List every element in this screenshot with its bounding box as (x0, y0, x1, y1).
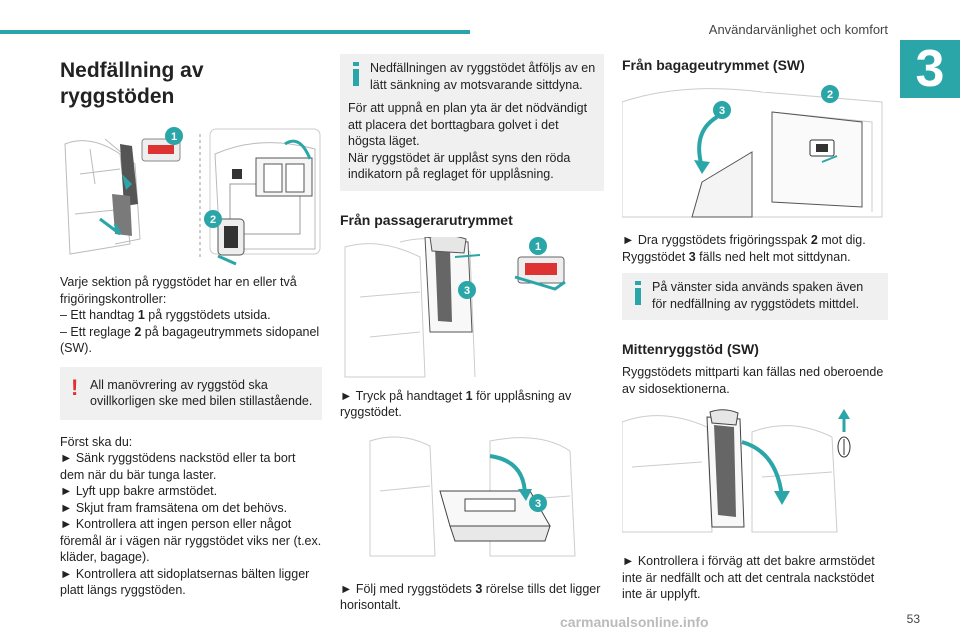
step-item: ► Kontrollera att ingen person eller någ… (60, 517, 322, 564)
column-1: Nedfällning av ryggstöden 1 2 Varje sekt (60, 50, 322, 599)
intro-text: Varje sektion på ryggstödet har en eller… (60, 275, 320, 355)
page-heading: Nedfällning av ryggstöden (60, 59, 204, 108)
info-box-cont: För att uppnå en plan yta är det nödvänd… (340, 100, 604, 191)
info-box: Nedfällningen av ryggstödet åtföljs av e… (340, 54, 604, 101)
svg-text:1: 1 (171, 131, 177, 143)
callout-3 (529, 493, 547, 512)
passenger-release-illustration: 1 3 (344, 236, 566, 377)
svg-text:2: 2 (210, 214, 216, 226)
info-box: På vänster sida används spaken även för … (622, 273, 888, 320)
callout-2 (204, 210, 222, 228)
watermark: carmanualsonline.info (560, 614, 709, 630)
callout-1 (165, 127, 183, 145)
page-number: 53 (906, 612, 920, 626)
info-icon (353, 62, 359, 86)
seat-folded-illustration: 3 (369, 436, 576, 556)
section-heading: Från bagageutrymmet (SW) (622, 57, 805, 73)
header-accent-bar (0, 30, 470, 34)
warning-icon: ! (71, 374, 79, 400)
svg-text:1: 1 (535, 241, 541, 253)
section-heading: Mittenryggstöd (SW) (622, 341, 759, 357)
paragraph: Ryggstödets mittparti kan fällas ned obe… (622, 365, 884, 396)
step-item: ► Skjut fram framsätena om det behövs. (60, 500, 288, 515)
svg-text:3: 3 (535, 498, 541, 510)
center-seat-illustration (622, 409, 851, 533)
step-text: ► Tryck på handtaget 1 för upplåsning av… (340, 388, 572, 420)
svg-text:2: 2 (827, 89, 833, 101)
callout-3 (458, 280, 476, 299)
section-title: Användarvänlighet och komfort (708, 22, 888, 37)
svg-text:3: 3 (464, 285, 470, 297)
warning-box: ! All manövrering av ryggstöd ska ovillk… (60, 366, 322, 420)
column-3: Från bagageutrymmet (SW) 2 3 ► Dra ryggs… (622, 50, 888, 603)
info-icon (635, 281, 641, 305)
step-text: ► Kontrollera i förväg att det bakre arm… (622, 554, 875, 601)
callout-2 (821, 85, 839, 103)
step-text: ► Följ med ryggstödets 3 rörelse tills d… (340, 581, 601, 613)
step-text: ► Dra ryggstödets frigöringsspak 2 mot d… (622, 233, 866, 264)
trunk-release-illustration: 2 3 (622, 85, 883, 218)
step-item: ► Sänk ryggstödens nackstöd eller ta bor… (60, 451, 296, 482)
section-heading: Från passagerarutrymmet (340, 211, 513, 228)
chapter-number: 3 (900, 40, 960, 98)
callout-1 (529, 236, 547, 255)
step-item: ► Lyft upp bakre armstödet. (60, 484, 218, 498)
seat-release-illustration: 1 2 (64, 127, 321, 266)
callout-3 (713, 101, 731, 119)
column-2: Nedfällningen av ryggstödet åtföljs av e… (340, 50, 604, 614)
svg-text:3: 3 (719, 105, 725, 117)
steps-intro: Först ska du: (60, 434, 133, 449)
step-item: ► Kontrollera att sidoplatsernas bälten … (60, 566, 310, 598)
